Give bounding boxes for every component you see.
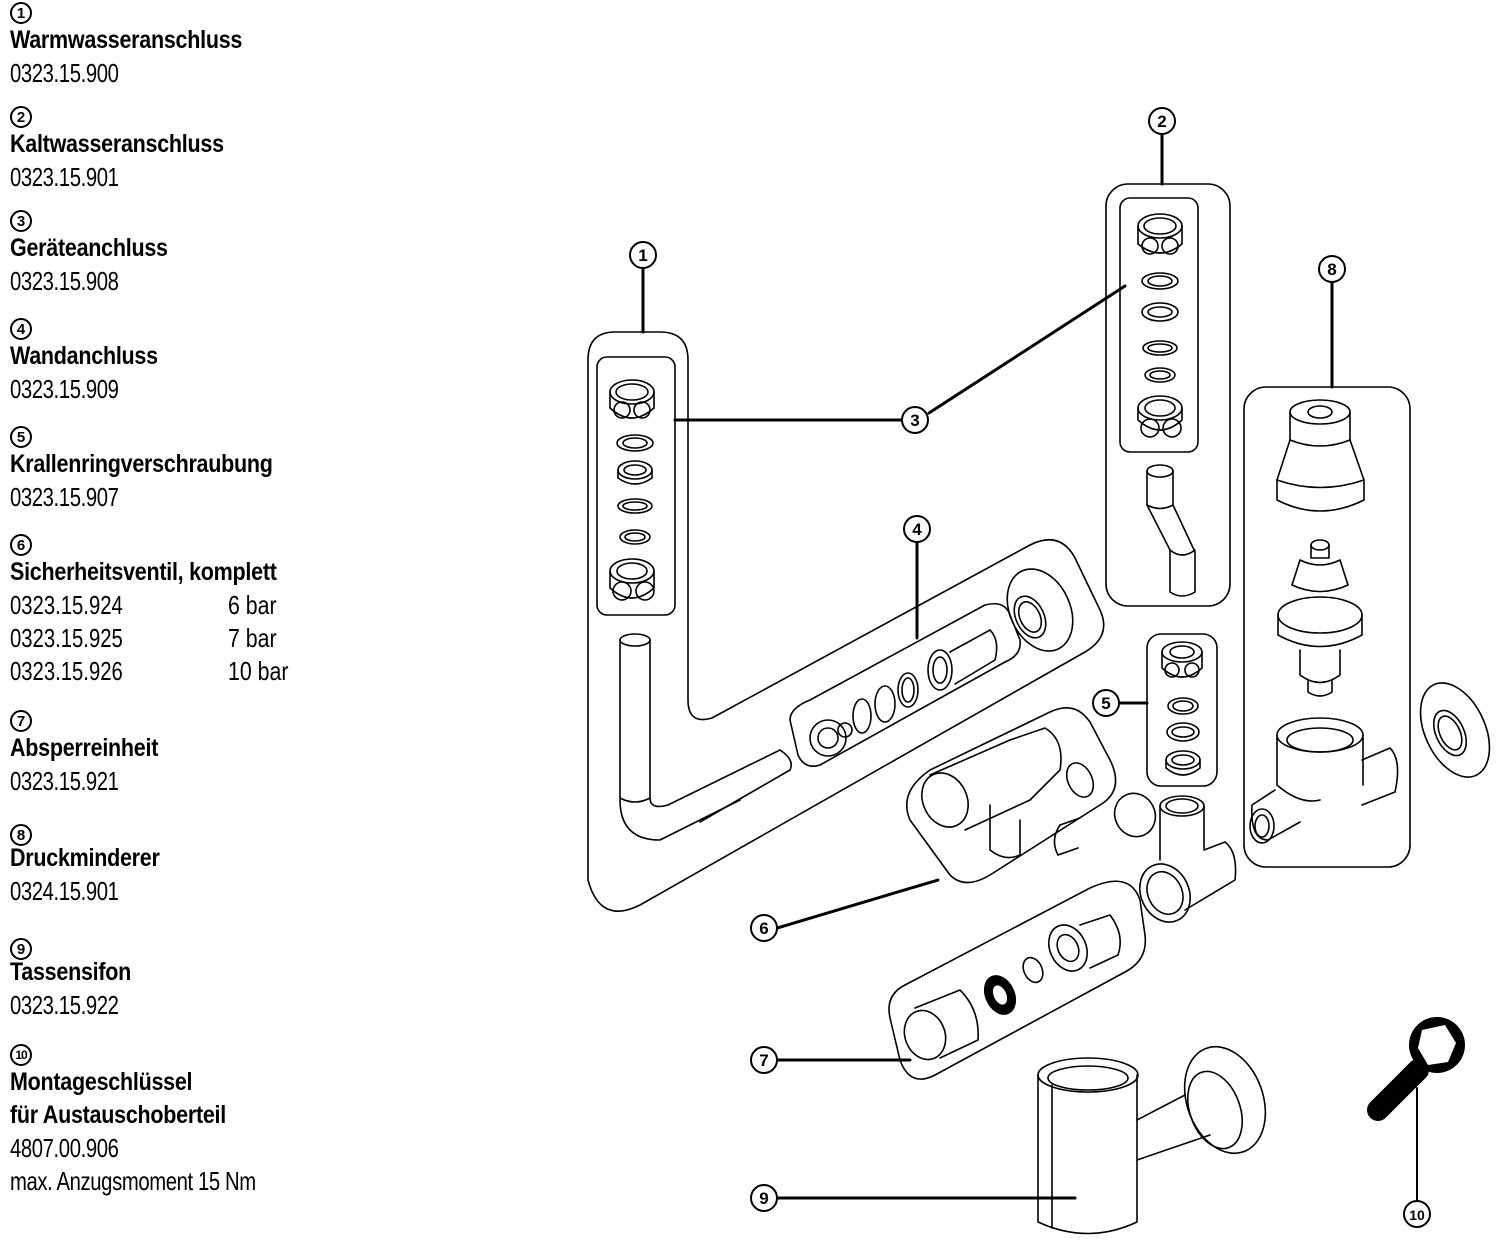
callout-number-badge: 5: [10, 426, 32, 448]
callout-number-badge: 8: [10, 824, 32, 846]
part-name: Geräteanchluss: [10, 234, 168, 262]
ring-set-box-1: [596, 356, 676, 616]
part-code: 0323.15.921: [10, 766, 119, 796]
variant-pressure: 10 bar: [228, 656, 289, 686]
part-code: 0323.15.908: [10, 266, 119, 296]
part-name: Kaltwasseranschluss: [10, 130, 224, 158]
part-code: 0323.15.922: [10, 990, 119, 1020]
callout-number-badge: 2: [10, 106, 32, 128]
part-name: Krallenringverschraubung: [10, 450, 273, 478]
variant-code: 0323.15.926: [10, 656, 123, 686]
callout-number-badge: 4: [10, 318, 32, 340]
legend-item-2: 2 Kaltwasseranschluss 0323.15.901: [10, 106, 259, 194]
callout-7: 7: [750, 1046, 778, 1074]
wall-rosette: [1419, 682, 1491, 778]
part-name-line2: für Austauschoberteil: [10, 1101, 226, 1129]
svg-text:9: 9: [759, 1189, 768, 1208]
legend-item-9: 9 Tassensifon 0323.15.922: [10, 938, 151, 1022]
svg-text:10: 10: [1409, 1207, 1425, 1223]
part-name: Sicherheitsventil, komplett: [10, 558, 277, 586]
svg-text:3: 3: [910, 411, 919, 430]
mounting-wrench-icon: [1367, 1017, 1465, 1121]
part-name-line1: Montageschlüssel: [10, 1068, 193, 1096]
callout-number-badge: 9: [10, 938, 32, 960]
part-name: Wandanchluss: [10, 342, 158, 370]
legend-item-5: 5 Krallenringverschraubung 0323.15.907: [10, 426, 315, 514]
l-pipe: [619, 633, 793, 841]
svg-text:4: 4: [912, 520, 922, 539]
callout-number-badge: 1: [10, 2, 32, 24]
variant-row: 0323.15.924 6 bar: [10, 589, 320, 622]
part-code: 0323.15.909: [10, 374, 119, 404]
callout-number-badge: 3: [10, 210, 32, 232]
callout-number-badge: 6: [10, 534, 32, 556]
group-4-wall-connection: [789, 568, 1074, 768]
callout-9: 9: [750, 1184, 778, 1212]
callout-6: 6: [750, 914, 778, 942]
callout-number-badge: 7: [10, 710, 32, 732]
variant-row: 0323.15.926 10 bar: [10, 655, 320, 688]
legend-item-6: 6 Sicherheitsventil, komplett 0323.15.92…: [10, 534, 320, 688]
variant-pressure: 6 bar: [228, 590, 277, 620]
group-1-warm-water-outline: [587, 331, 1105, 912]
part-name: Absperreinheit: [10, 734, 159, 762]
group-8-pressure-reducer-outline: [1243, 386, 1411, 868]
part-name: Druckminderer: [10, 844, 160, 872]
legend-item-4: 4 Wandanchluss 0323.15.909: [10, 318, 182, 406]
callout-4: 4: [903, 515, 931, 543]
legend-item-8: 8 Druckminderer 0324.15.901: [10, 824, 184, 908]
svg-text:1: 1: [638, 246, 647, 265]
group-5-claw-ring-outline: [1146, 633, 1218, 787]
callout-1: 1: [629, 241, 657, 269]
variant-code: 0323.15.925: [10, 623, 123, 653]
callout-number-badge: 10: [10, 1044, 32, 1066]
group-7-shutoff-outline: [888, 880, 1147, 1080]
callout-5: 5: [1092, 689, 1120, 717]
legend-item-10: 10 Montageschlüssel für Austauschobertei…: [10, 1044, 325, 1198]
callout-2: 2: [1148, 107, 1176, 135]
part-code: 0324.15.901: [10, 876, 119, 906]
svg-text:8: 8: [1327, 260, 1336, 279]
tee-fitting: [1113, 792, 1237, 923]
callout-3: 3: [901, 406, 929, 434]
callout-8: 8: [1318, 255, 1346, 283]
svg-text:5: 5: [1101, 694, 1110, 713]
part-code: 0323.15.907: [10, 482, 119, 512]
part-code: 0323.15.901: [10, 162, 119, 192]
part-code: 0323.15.900: [10, 58, 119, 88]
group-6-safety-valve-outline: [906, 706, 1117, 884]
part-note: max. Anzugsmoment 15 Nm: [10, 1166, 256, 1196]
leader-lines: [641, 131, 1418, 1203]
legend-item-1: 1 Warmwasseranschluss 0323.15.900: [10, 2, 280, 90]
svg-text:7: 7: [759, 1051, 768, 1070]
svg-text:2: 2: [1157, 112, 1166, 131]
cup-siphon: [1037, 1045, 1267, 1235]
legend-item-3: 3 Geräteanchluss 0323.15.908: [10, 210, 193, 298]
callout-10: 10: [1403, 1200, 1431, 1228]
part-name: Warmwasseranschluss: [10, 26, 243, 54]
legend-item-7: 7 Absperreinheit 0323.15.921: [10, 710, 182, 798]
part-code: 4807.00.906: [10, 1133, 119, 1163]
variant-row: 0323.15.925 7 bar: [10, 622, 320, 655]
group-2-cold-water-outline: [1105, 183, 1231, 607]
part-name: Tassensifon: [10, 958, 132, 986]
variant-pressure: 7 bar: [228, 623, 277, 653]
variant-code: 0323.15.924: [10, 590, 123, 620]
svg-text:6: 6: [759, 919, 768, 938]
